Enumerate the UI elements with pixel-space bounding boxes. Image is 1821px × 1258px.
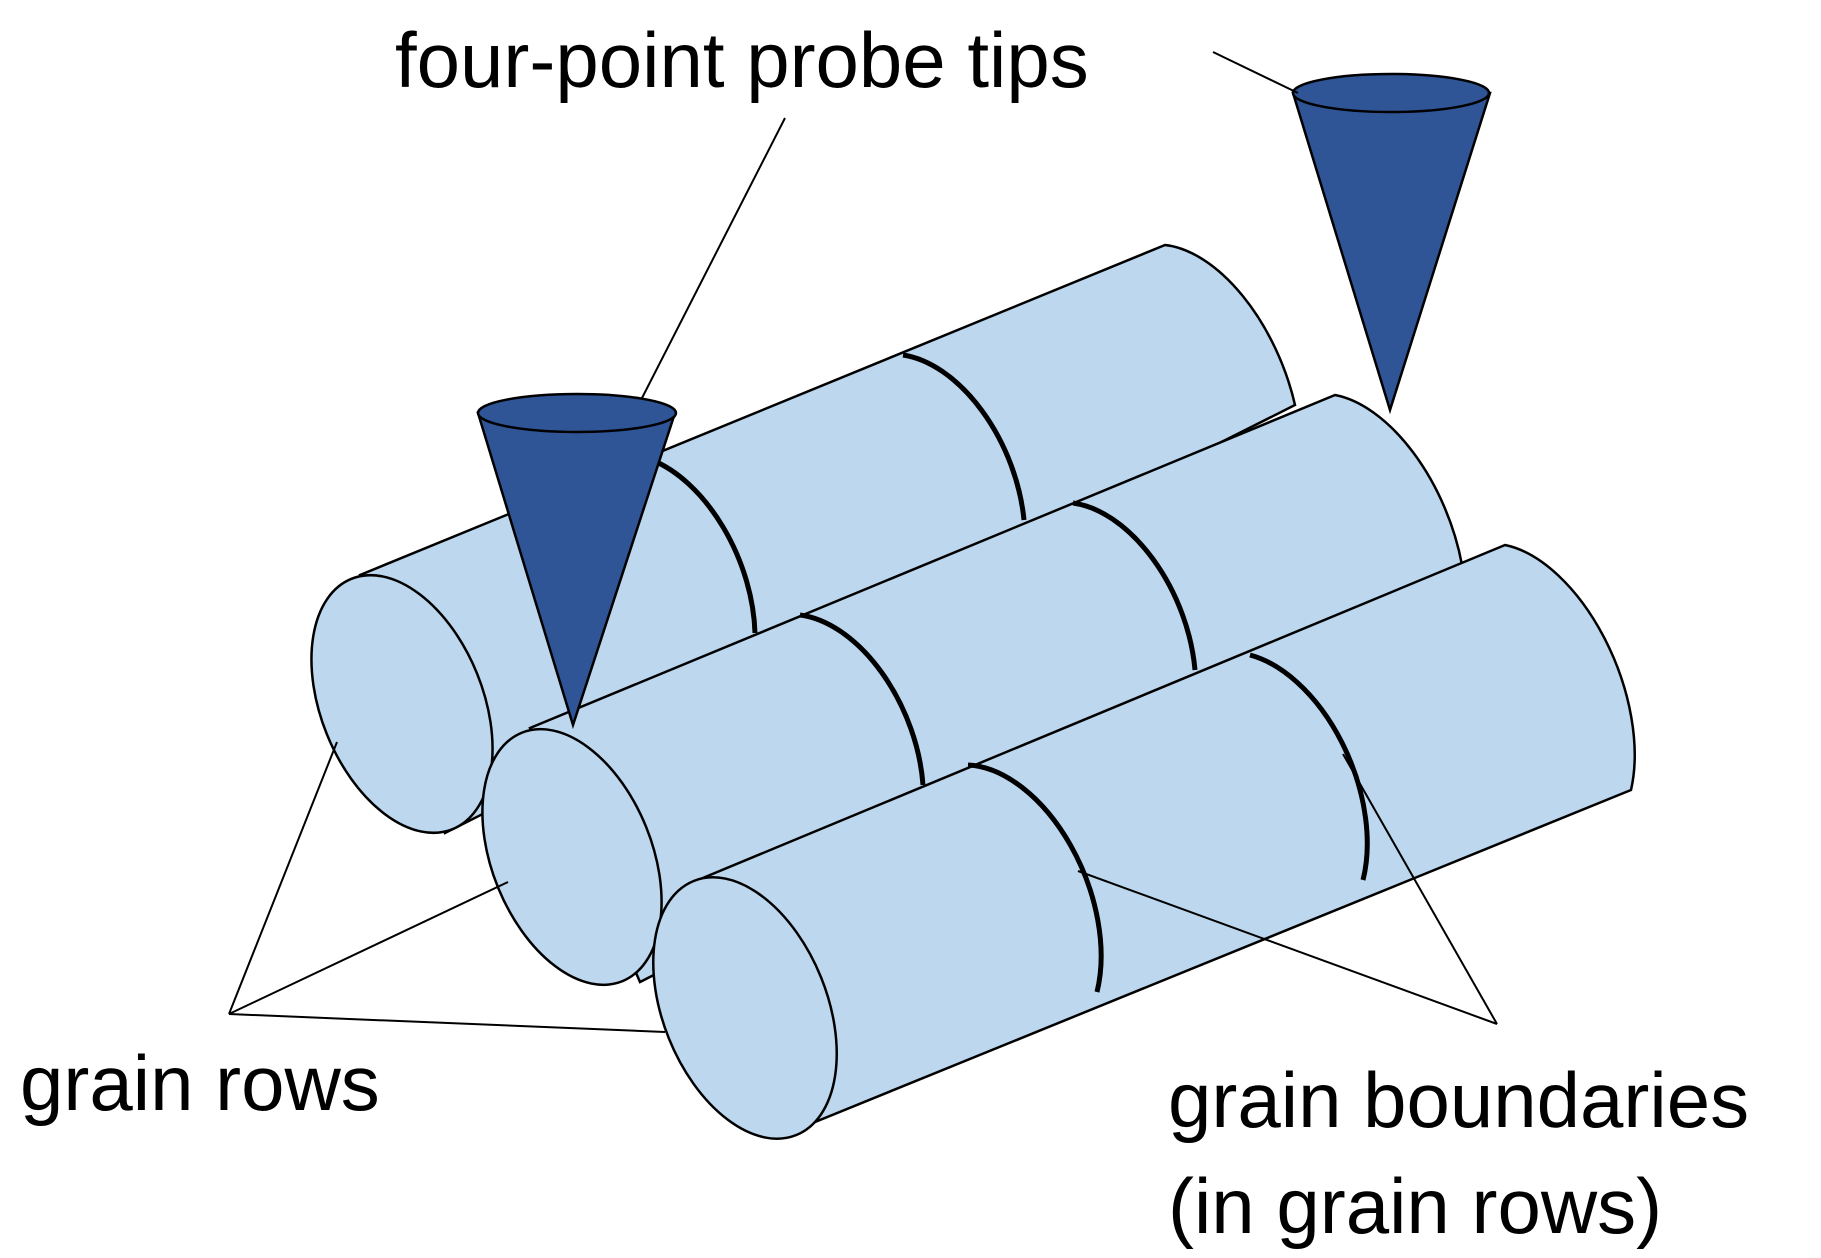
leader-grain-boundary-middle [1342, 753, 1498, 1025]
leader-grain-boundary-front [1077, 870, 1498, 1025]
grain-row-front-body [696, 543, 1636, 1135]
probe-tips-label: four-point probe tips [395, 16, 1089, 104]
grain-row-back-body [358, 243, 1297, 835]
grain-row-front-end-face [652, 876, 838, 1140]
leader-grain-row-middle [228, 881, 509, 1015]
grain-row-middle-body [528, 393, 1464, 984]
grain-boundary-front-2 [1249, 652, 1370, 881]
probe-tip-left [476, 392, 678, 730]
grain-row-back-end-face [310, 573, 494, 835]
grain-boundaries-label: grain boundaries [1168, 1056, 1749, 1144]
probe-tip-right-cone [1291, 91, 1492, 415]
probe-tip-right-top [1291, 72, 1491, 114]
leader-probe-left [641, 117, 786, 399]
grain-boundary-middle-1 [799, 612, 926, 786]
grain-boundary-back-1 [651, 457, 758, 634]
grain-row-front [652, 543, 1636, 1140]
leader-grain-row-front [228, 1013, 666, 1033]
grain-boundaries-sublabel: (in grain rows) [1168, 1162, 1662, 1250]
grain-boundary-middle-2 [1072, 500, 1198, 671]
grain-row-middle [481, 393, 1464, 987]
leader-grain-row-back [228, 741, 338, 1015]
grain-rows-label: grain rows [20, 1039, 380, 1127]
probe-tip-right [1291, 72, 1492, 415]
leader-lines [228, 51, 1498, 1033]
grain-boundary-front-1 [967, 762, 1104, 993]
grain-boundary-back-2 [902, 352, 1027, 521]
leader-probe-right [1212, 51, 1299, 94]
probe-tip-left-top [476, 392, 678, 434]
grain-row-back [310, 243, 1297, 835]
